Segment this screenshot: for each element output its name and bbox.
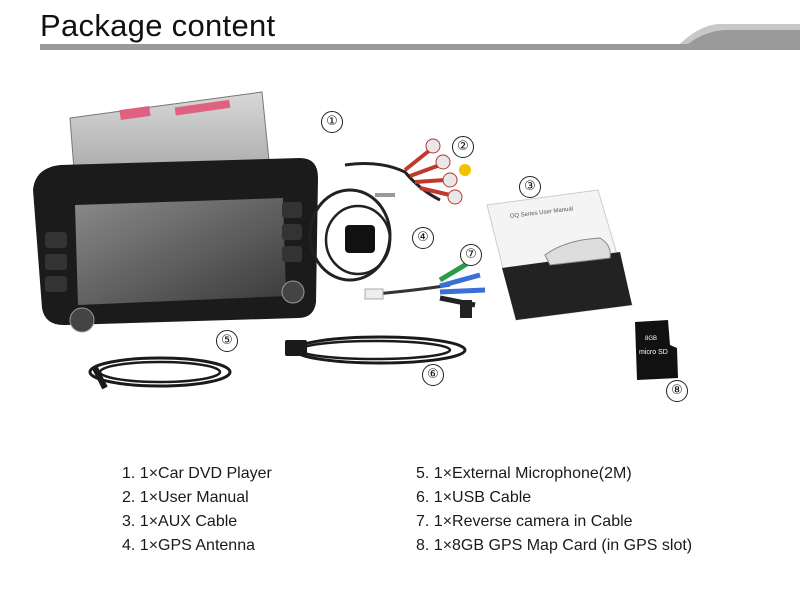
reverse-camera-cable [364, 259, 486, 318]
list-item: 6. 1×USB Cable [416, 489, 532, 506]
usb-cable [285, 335, 467, 365]
sd-card-brand: micro SD [639, 349, 668, 356]
sd-card: 8GB micro SD [635, 320, 678, 380]
list-item: 2. 1×User Manual [122, 489, 249, 506]
callout-5: ⑤ [216, 330, 238, 352]
aux-cable [344, 138, 471, 205]
microphone-cable [88, 356, 232, 390]
package-items-left: 1. 1×Car DVD Player 2. 1×User Manual 3. … [122, 462, 272, 558]
gps-antenna [308, 188, 395, 282]
callout-3: ③ [519, 176, 541, 198]
list-item: 4. 1×GPS Antenna [122, 537, 255, 554]
list-item: 8. 1×8GB GPS Map Card (in GPS slot) [416, 537, 693, 554]
list-item: 5. 1×External Microphone(2M) [416, 465, 632, 482]
title-underline-bar [40, 24, 800, 50]
callout-6: ⑥ [422, 364, 444, 386]
callout-8: ⑧ [666, 380, 688, 402]
car-dvd-player [33, 91, 318, 333]
sd-card-capacity: 8GB [645, 336, 657, 342]
callout-4: ④ [412, 227, 434, 249]
product-photo: OQ Series User Manual 8GB micro SD [33, 91, 678, 390]
list-item: 1. 1×Car DVD Player [122, 465, 272, 482]
callout-2: ② [452, 136, 474, 158]
package-items-right: 5. 1×External Microphone(2M) 6. 1×USB Ca… [416, 462, 692, 558]
header: Package content [0, 0, 800, 60]
list-item: 3. 1×AUX Cable [122, 513, 238, 530]
callout-7: ⑦ [460, 244, 482, 266]
callout-1: ① [321, 111, 343, 133]
list-item: 7. 1×Reverse camera in Cable [416, 513, 633, 530]
user-manual: OQ Series User Manual [486, 189, 633, 321]
page-title: Package content [40, 8, 276, 43]
